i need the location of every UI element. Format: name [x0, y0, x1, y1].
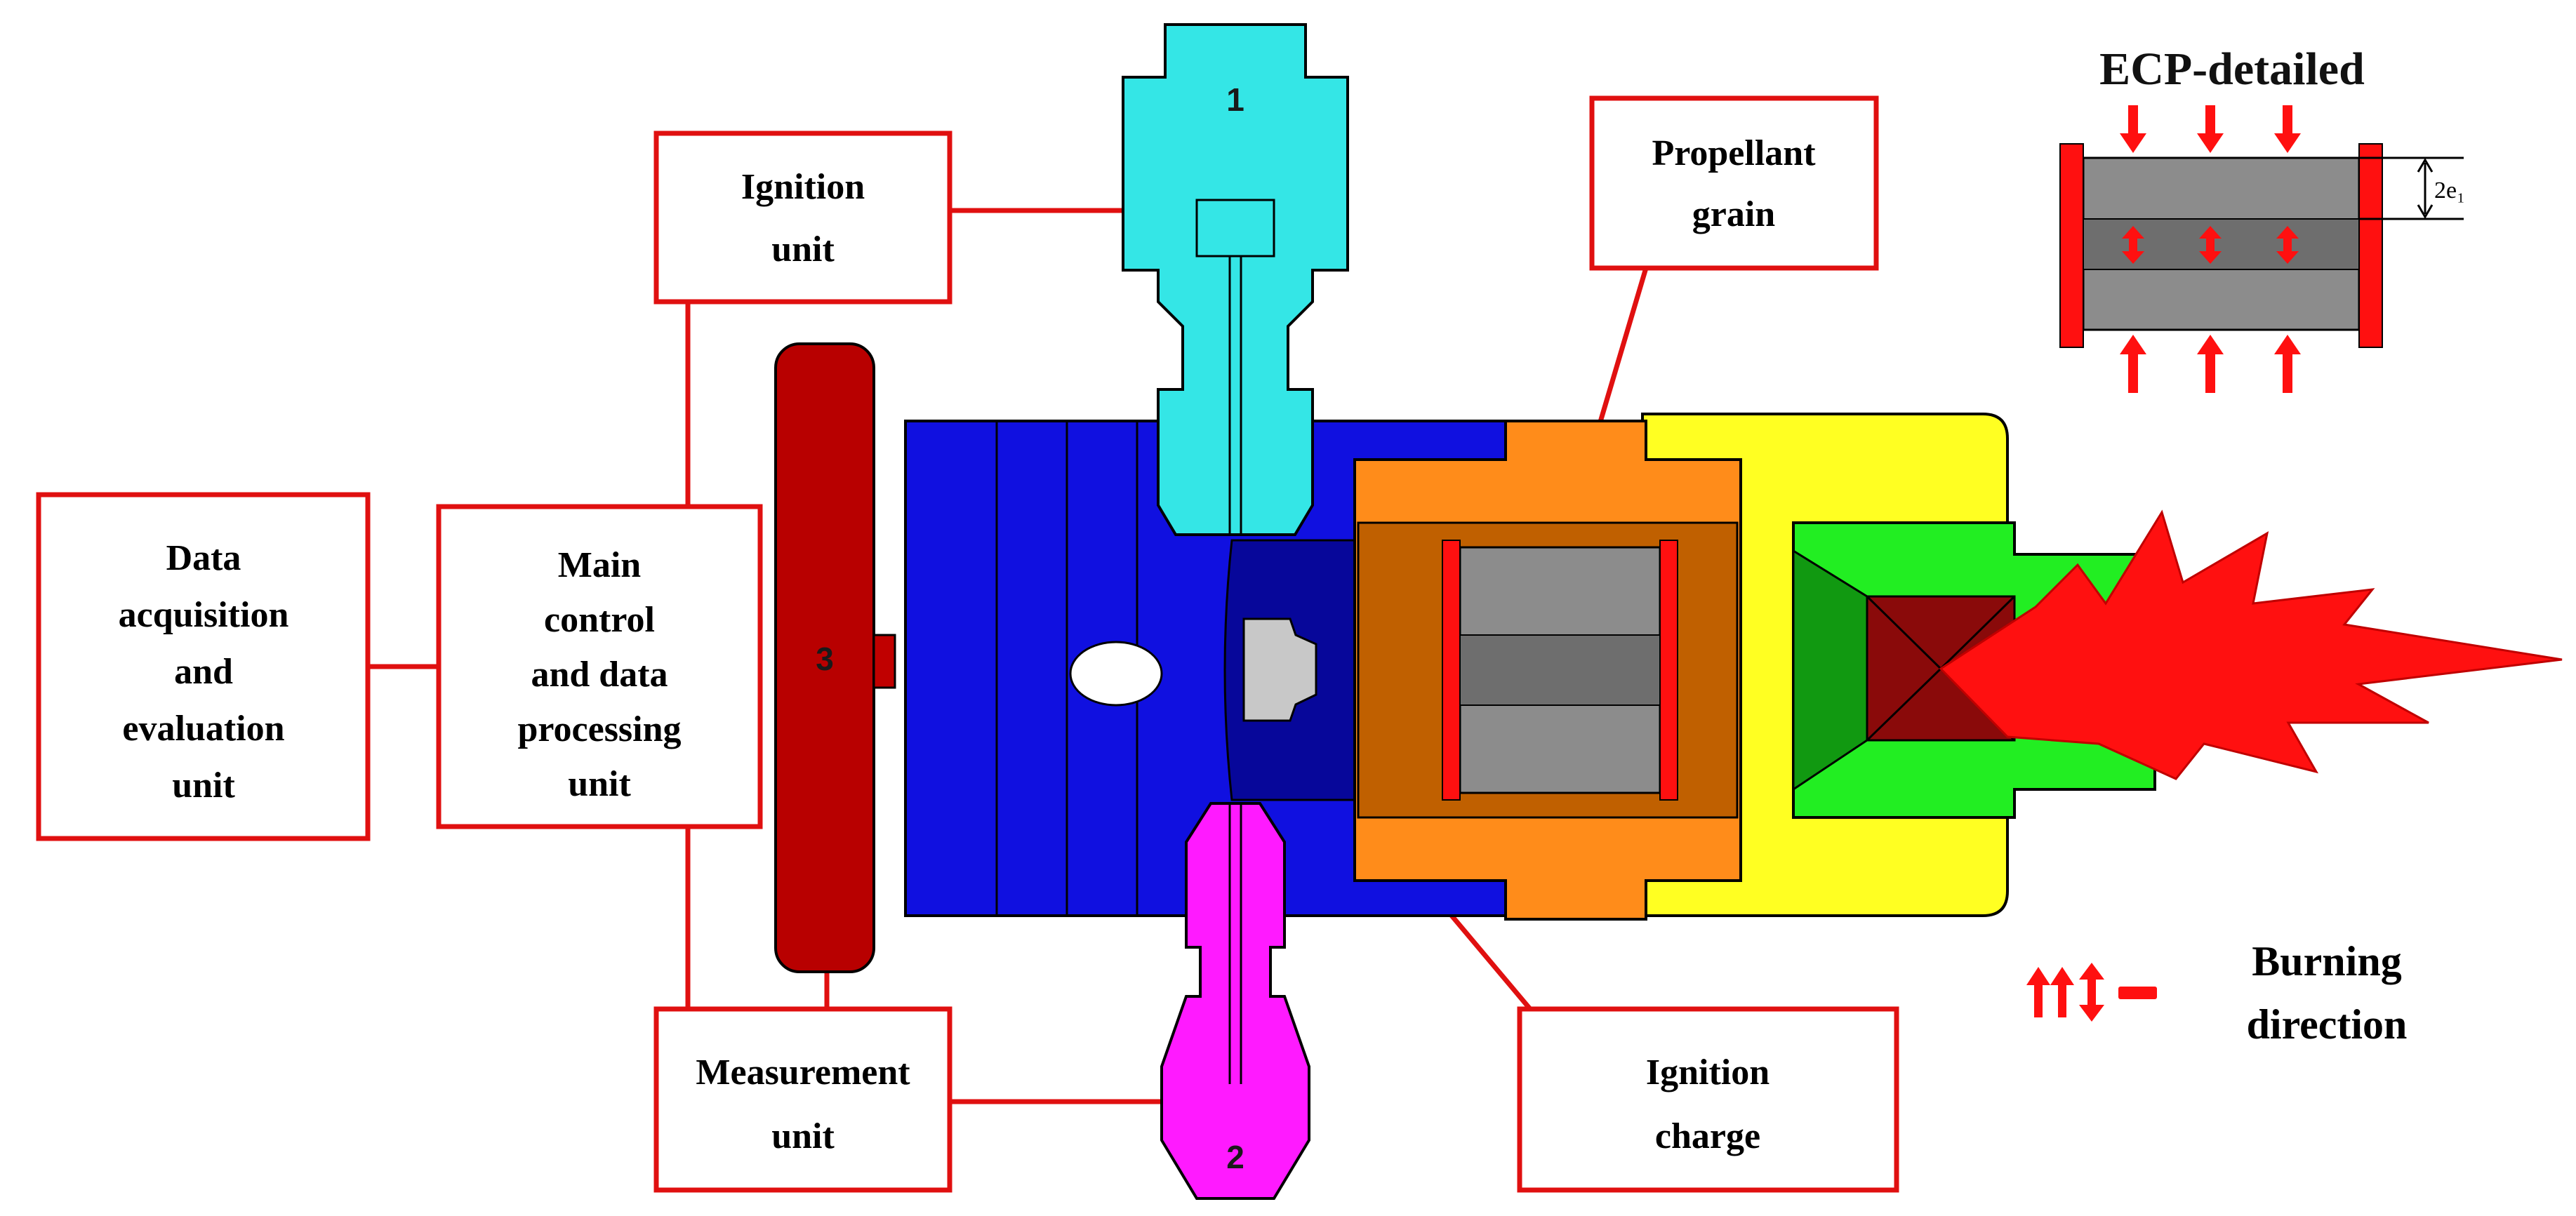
measurement-unit-box	[653, 1006, 952, 1193]
main-control-label-line-3: and data	[531, 655, 668, 695]
ignition-charge-label-line-2: charge	[1655, 1116, 1760, 1156]
propellant-grain-label: Propellant grain	[1652, 133, 1816, 234]
inset-double-arrow-1	[2122, 226, 2144, 264]
data-acquisition-label-line-2: acquisition	[119, 595, 289, 635]
ignition-unit-label-line-1: Ignition	[741, 167, 865, 207]
legend-double-arrow	[2079, 963, 2104, 1022]
inset-arrow-down-2	[2197, 105, 2224, 153]
inset-double-arrow-3	[2276, 226, 2299, 264]
data-acquisition-label-line-1: Data	[166, 538, 241, 578]
dimension-label: 2e₁	[2434, 178, 2465, 203]
main-control-label: Main control and data processing unit	[517, 545, 681, 804]
inset-arrow-down-1	[2120, 105, 2146, 153]
ignition-charge-label: Ignition charge	[1646, 1053, 1770, 1156]
data-acquisition-label: Data acquisition and evaluation unit	[119, 538, 289, 806]
label-boxes	[36, 95, 1899, 1193]
part-number-2: 2	[1226, 1139, 1244, 1175]
inset-double-arrow-2	[2199, 226, 2222, 264]
inset-arrow-up-3	[2274, 335, 2301, 393]
main-control-label-line-1: Main	[558, 545, 642, 585]
inset-arrow-down-3	[2274, 105, 2301, 153]
ecp-detailed-inset: ECP-detailed 2e₁	[2059, 44, 2465, 393]
part-number-1: 1	[1226, 81, 1244, 118]
grain-perforation	[1459, 634, 1661, 706]
measurement-unit-label-line-2: unit	[771, 1116, 835, 1156]
chamber-port-hole	[1069, 641, 1163, 707]
burning-direction-line-2: direction	[2247, 1001, 2408, 1048]
burning-direction-legend: Burning direction	[2026, 938, 2407, 1048]
data-acquisition-label-line-5: unit	[172, 766, 235, 806]
ignition-unit-label-line-2: unit	[771, 229, 835, 269]
propellant-grain-box	[1589, 95, 1879, 271]
data-acquisition-box	[36, 492, 371, 841]
inset-dimension	[2359, 156, 2464, 220]
measurement-unit-label-line-1: Measurement	[696, 1053, 910, 1093]
main-control-label-line-2: control	[544, 600, 655, 640]
measurement-unit-label: Measurement unit	[696, 1053, 910, 1156]
exhaust-flame	[1939, 509, 2563, 780]
inset-right-inhibitor	[2358, 143, 2383, 348]
ignition-charge-label-line-1: Ignition	[1646, 1053, 1770, 1093]
inset-arrows-top	[2120, 105, 2301, 153]
propellant-grain-label-line-1: Propellant	[1652, 133, 1816, 173]
dimension-arrow-head-bottom	[2417, 204, 2434, 219]
data-acquisition-label-line-3: and	[174, 652, 233, 692]
ignition-unit-cap	[1195, 199, 1275, 258]
main-control-label-line-4: processing	[517, 709, 681, 749]
ignition-unit-box	[653, 131, 952, 305]
dimension-arrow-head-top	[2417, 158, 2434, 173]
legend-dash	[2118, 987, 2157, 999]
measurement-unit-body	[1160, 802, 1310, 1200]
burning-direction-line-1: Burning	[2252, 938, 2401, 984]
ignition-charge-shape	[1242, 617, 1317, 722]
inset-arrows-middle	[2122, 226, 2299, 264]
ignition-unit-label: Ignition unit	[741, 167, 865, 269]
inset-arrows-bottom	[2120, 335, 2301, 393]
orange-housing	[1353, 420, 1742, 921]
ignition-unit-part	[1122, 23, 1349, 536]
inset-left-inhibitor	[2059, 143, 2084, 348]
propellant-grain-label-line-2: grain	[1692, 194, 1776, 234]
legend-up-arrow-2	[2050, 967, 2074, 1017]
legend-symbols	[2026, 963, 2157, 1022]
ignition-unit-body	[1122, 23, 1349, 536]
inset-grain-perforation	[2083, 218, 2360, 270]
dark-red-stub	[872, 634, 896, 689]
grain-inhibitor-left	[1442, 540, 1461, 801]
part-number-3: 3	[816, 641, 834, 677]
legend-up-arrow	[2026, 967, 2050, 1017]
data-acquisition-label-line-4: evaluation	[122, 709, 284, 749]
inset-arrow-up-1	[2120, 335, 2146, 393]
main-control-box	[436, 504, 763, 829]
grain-inhibitor-right	[1659, 540, 1678, 801]
inset-arrow-up-2	[2197, 335, 2224, 393]
ignition-charge-box	[1517, 1006, 1899, 1193]
measurement-unit-part	[1160, 802, 1310, 1200]
dark-red-part	[774, 342, 896, 973]
main-control-label-line-5: unit	[568, 764, 631, 804]
ecp-detailed-title: ECP-detailed	[2099, 44, 2365, 95]
